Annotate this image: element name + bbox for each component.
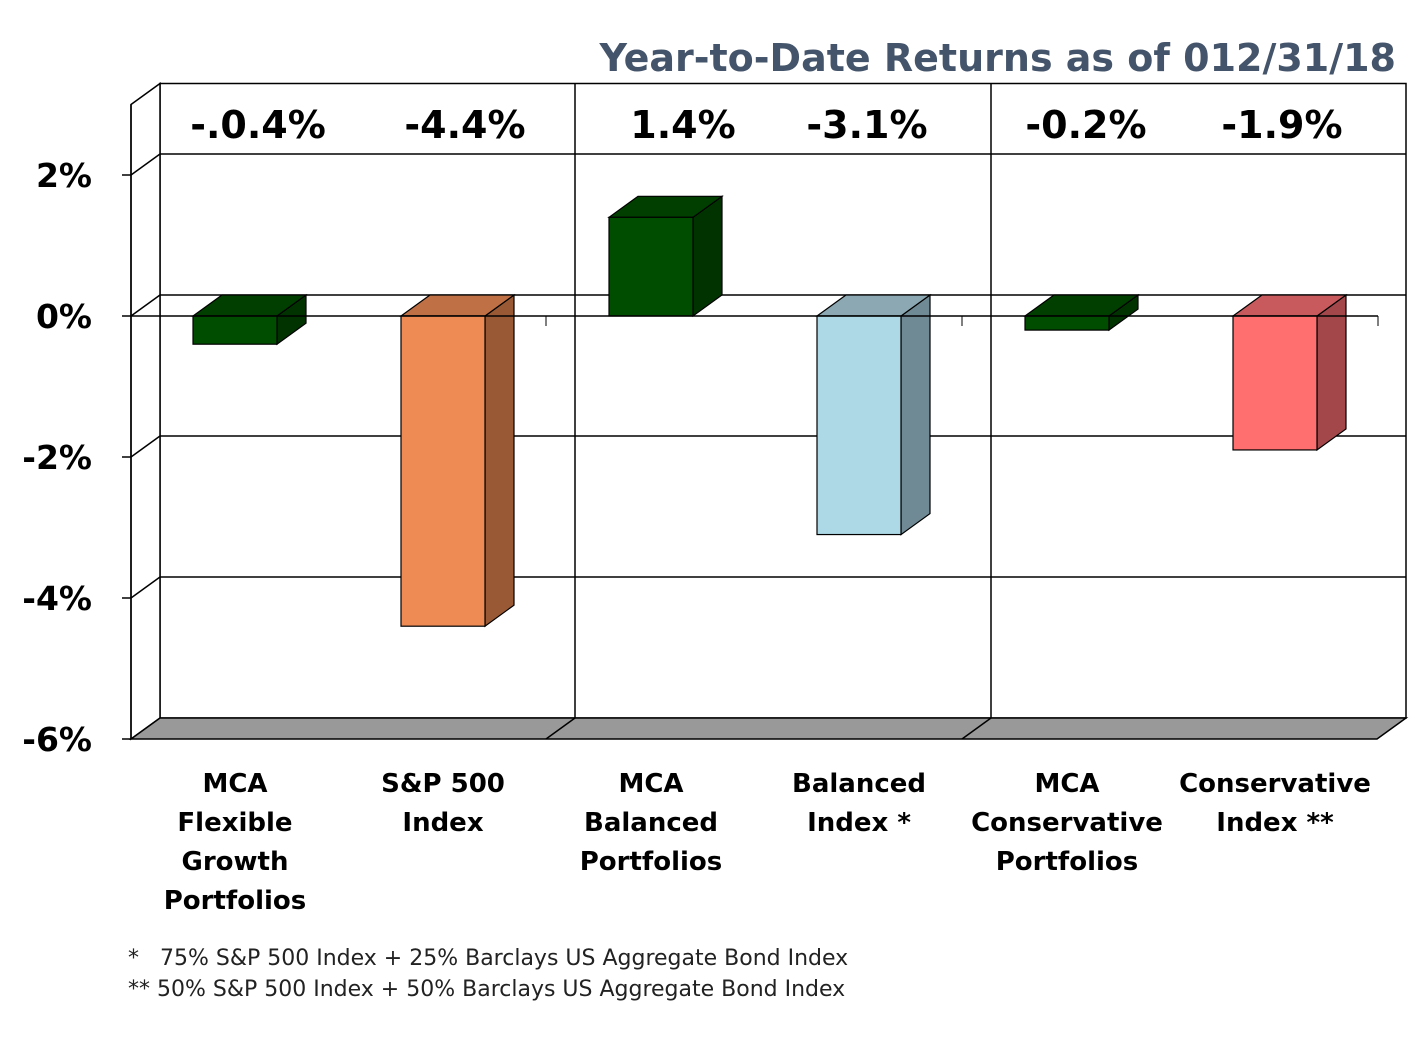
data-label: -0.2%	[1025, 103, 1146, 147]
y-tick-label: 0%	[36, 297, 92, 336]
floor-divider	[961, 717, 992, 740]
data-label: -3.1%	[806, 103, 927, 147]
data-label: -4.4%	[404, 103, 525, 147]
data-label: -.0.4%	[190, 103, 326, 147]
x-tick-label: Portfolios	[580, 847, 723, 877]
chart-floor	[128, 717, 1409, 740]
x-tick-label: Index **	[1216, 808, 1334, 838]
footnote-conservative-index: ** 50% S&P 500 Index + 50% Barclays US A…	[128, 977, 846, 1002]
bar	[400, 315, 486, 627]
x-tick-label: Portfolios	[164, 886, 307, 916]
bar-side	[484, 293, 515, 628]
y-tick-label: 2%	[36, 156, 92, 195]
back-wall	[159, 82, 1407, 719]
gridline-side	[130, 294, 161, 317]
gridline-side	[130, 435, 161, 458]
y-tick-label: -4%	[22, 579, 92, 618]
y-tick-label: -6%	[22, 720, 92, 759]
bar	[816, 315, 902, 536]
footnotes: * 75% S&P 500 Index + 25% Barclays US Ag…	[128, 943, 848, 1005]
x-tick-label: Balanced	[584, 808, 718, 838]
x-tick-label: Portfolios	[996, 847, 1139, 877]
x-tick-label: MCA	[202, 769, 267, 799]
x-tick-label: Balanced	[792, 769, 926, 799]
bar	[192, 315, 278, 345]
x-tick-label: Flexible	[177, 808, 292, 838]
bar-side	[1316, 293, 1347, 452]
data-label: -1.9%	[1221, 103, 1342, 147]
chart-title: Year-to-Date Returns as of 012/31/18	[599, 36, 1396, 80]
x-tick-label: Conservative	[971, 808, 1163, 838]
x-tick-label: Index *	[807, 808, 911, 838]
floor-divider	[545, 717, 576, 740]
bar	[1232, 315, 1318, 451]
x-tick-label: S&P 500	[381, 769, 505, 799]
side-wall	[130, 82, 161, 741]
data-label: 1.4%	[630, 103, 735, 147]
x-tick-label: MCA	[1034, 769, 1099, 799]
y-tick-label: -2%	[22, 438, 92, 477]
x-tick-label: Conservative	[1179, 769, 1371, 799]
x-tick-label: Index	[402, 808, 483, 838]
gridline-side	[130, 153, 161, 176]
x-tick-label: Growth	[182, 847, 289, 877]
x-tick-label: MCA	[618, 769, 683, 799]
bar	[608, 216, 694, 317]
bar	[1024, 315, 1110, 331]
bar-side	[900, 293, 931, 536]
gridline-side	[130, 576, 161, 599]
footnote-balanced-index: * 75% S&P 500 Index + 25% Barclays US Ag…	[128, 946, 849, 971]
